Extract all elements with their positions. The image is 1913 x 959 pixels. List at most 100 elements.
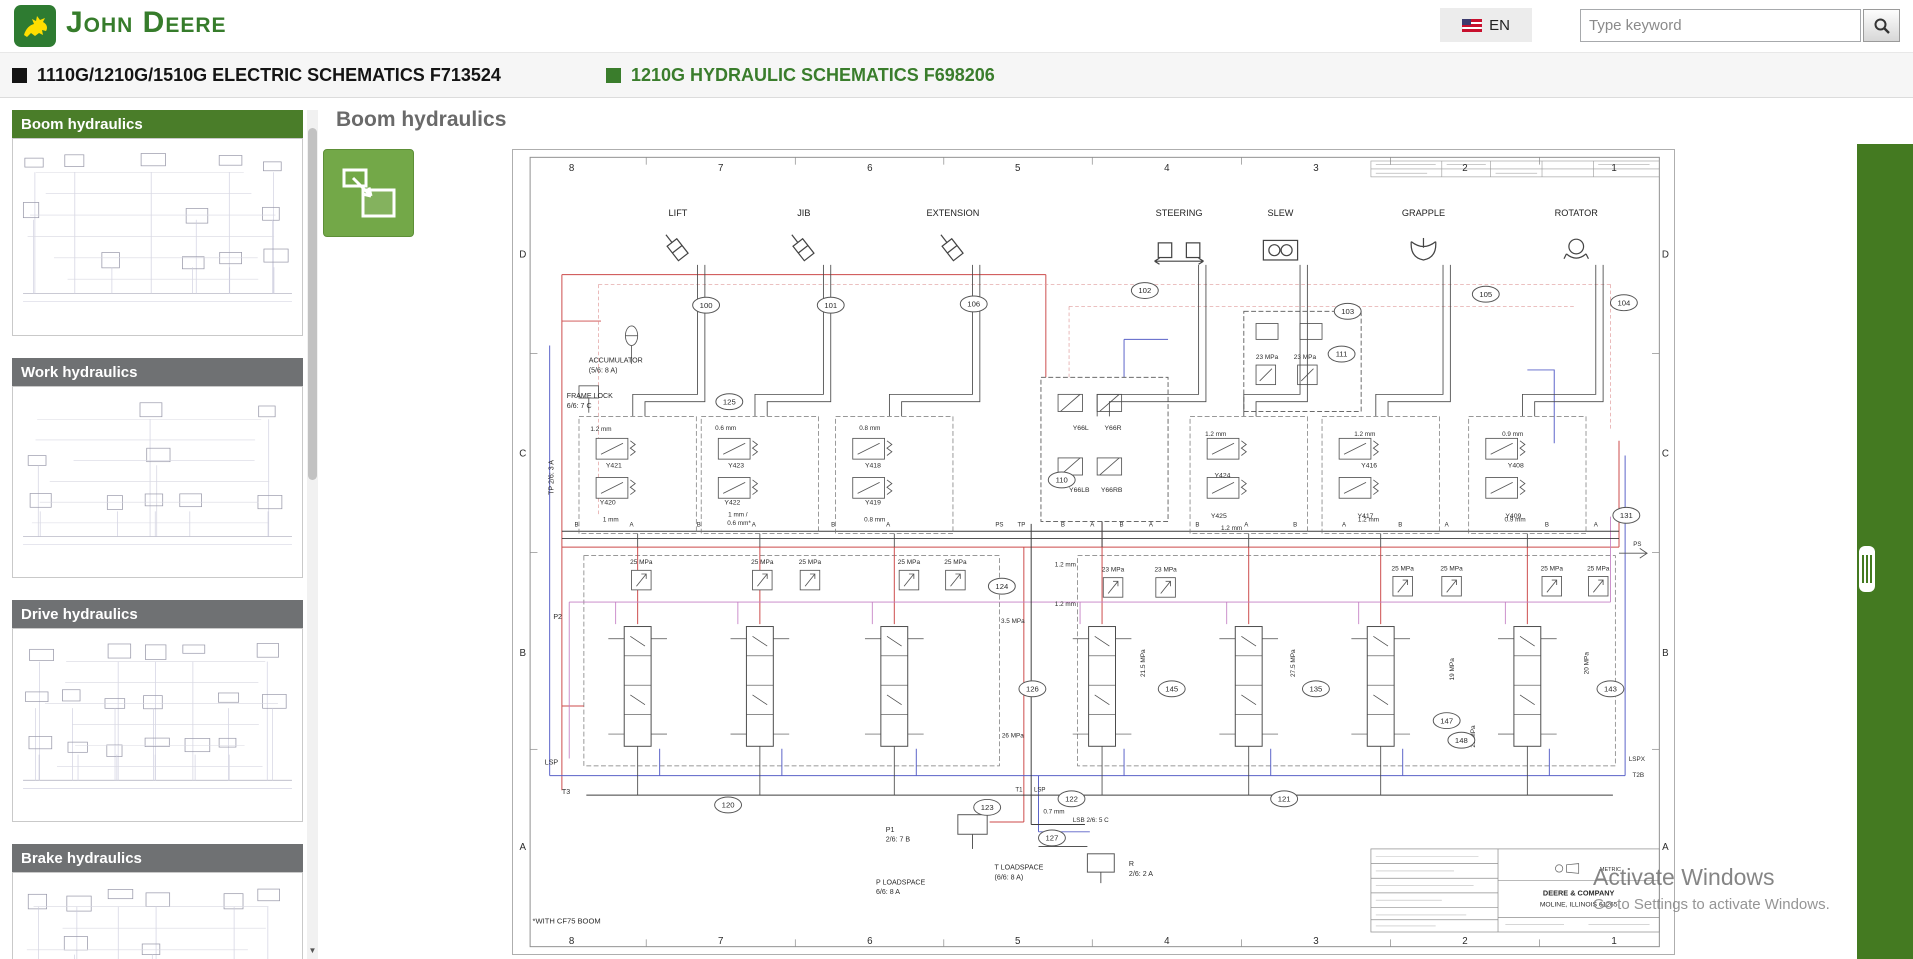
top-title-block xyxy=(1370,160,1660,178)
tab-electric-swatch xyxy=(12,67,27,83)
svg-text:8: 8 xyxy=(569,163,574,174)
svg-text:TP: TP xyxy=(1017,521,1025,528)
svg-text:25 MPa: 25 MPa xyxy=(944,559,967,566)
tab-electric-schematics[interactable]: 1110G/1210G/1510G ELECTRIC SCHEMATICS F7… xyxy=(12,53,501,97)
svg-text:Y421: Y421 xyxy=(606,463,622,470)
section-label: Brake hydraulics xyxy=(21,849,142,867)
svg-text:ROTATOR: ROTATOR xyxy=(1555,208,1599,218)
svg-text:123: 123 xyxy=(981,803,994,812)
svg-text:8: 8 xyxy=(569,936,574,947)
deere-deer-icon xyxy=(24,16,47,37)
accumulator-symbol xyxy=(578,325,639,413)
svg-text:D: D xyxy=(1662,250,1669,261)
panel-drag-handle[interactable] xyxy=(1859,546,1875,592)
svg-text:Y419: Y419 xyxy=(865,499,881,506)
language-selector[interactable]: EN xyxy=(1440,8,1532,42)
svg-text:B: B xyxy=(1398,521,1402,528)
svg-text:3: 3 xyxy=(1313,163,1318,174)
svg-text:A: A xyxy=(1149,521,1154,528)
svg-text:19 MPa: 19 MPa xyxy=(1449,658,1456,681)
svg-text:B: B xyxy=(1195,521,1199,528)
svg-text:0.9 mm: 0.9 mm xyxy=(1505,516,1526,523)
svg-text:25 MPa: 25 MPa xyxy=(898,559,921,566)
section-label: Work hydraulics xyxy=(21,363,138,381)
svg-text:148: 148 xyxy=(1455,736,1468,745)
sidebar-scrollbar[interactable]: ▼ xyxy=(307,110,318,959)
svg-text:0.6 mm*: 0.6 mm* xyxy=(727,520,751,527)
search-input[interactable] xyxy=(1580,9,1861,42)
svg-text:25 MPa: 25 MPa xyxy=(1587,565,1610,572)
app-header: John Deere EN xyxy=(0,0,1913,52)
svg-text:Y66RB: Y66RB xyxy=(1101,487,1123,494)
search-button[interactable] xyxy=(1863,9,1900,42)
scrollbar-thumb[interactable] xyxy=(308,128,317,480)
svg-text:6/6: 7 C: 6/6: 7 C xyxy=(567,402,592,410)
svg-text:5: 5 xyxy=(1015,936,1021,947)
svg-text:D: D xyxy=(519,250,526,261)
thumbnail-brake-hydraulics[interactable] xyxy=(12,872,303,959)
sidebar-item-boom-hydraulics[interactable]: Boom hydraulics xyxy=(12,110,303,138)
svg-text:104: 104 xyxy=(1617,298,1631,307)
scrollbar-down-button[interactable]: ▼ xyxy=(307,942,318,959)
svg-text:147: 147 xyxy=(1440,716,1453,725)
svg-text:2: 2 xyxy=(1462,163,1467,174)
svg-text:125: 125 xyxy=(723,397,736,406)
svg-text:25 MPa: 25 MPa xyxy=(799,559,822,566)
svg-text:25 MPa: 25 MPa xyxy=(1440,565,1463,572)
thumbnail-boom-hydraulics[interactable] xyxy=(12,138,303,336)
svg-text:T1: T1 xyxy=(1015,786,1023,793)
expand-view-button[interactable] xyxy=(323,149,414,237)
svg-text:A: A xyxy=(886,521,891,528)
svg-text:Y409: Y409 xyxy=(1505,513,1521,520)
section-label: Boom hydraulics xyxy=(21,115,143,133)
tank-lines xyxy=(549,338,1626,833)
svg-text:1 mm /: 1 mm / xyxy=(728,512,748,519)
tab-hydraulic-schematics[interactable]: 1210G HYDRAULIC SCHEMATICS F698206 xyxy=(606,53,995,97)
thumbnail-image xyxy=(23,643,292,789)
svg-text:Y425: Y425 xyxy=(1211,513,1227,520)
svg-text:111: 111 xyxy=(1336,350,1348,359)
svg-text:Y66LB: Y66LB xyxy=(1069,487,1090,494)
svg-text:A: A xyxy=(752,521,757,528)
tab-hydraulic-swatch xyxy=(606,67,621,83)
loadspace-connections xyxy=(957,814,1115,884)
svg-text:120: 120 xyxy=(722,801,735,810)
right-panel-bar xyxy=(1857,144,1913,959)
svg-text:0.7 mm: 0.7 mm xyxy=(1043,808,1064,815)
svg-text:ACCUMULATOR: ACCUMULATOR xyxy=(589,357,643,365)
svg-text:C: C xyxy=(1662,449,1669,460)
svg-text:23 MPa: 23 MPa xyxy=(1294,354,1317,361)
svg-text:EXTENSION: EXTENSION xyxy=(926,208,979,218)
john-deere-logo[interactable] xyxy=(14,5,56,47)
svg-text:3.5 MPa: 3.5 MPa xyxy=(1001,618,1025,625)
svg-text:124: 124 xyxy=(995,582,1009,591)
thumbnail-image xyxy=(26,888,280,959)
svg-text:4: 4 xyxy=(1164,163,1170,174)
svg-text:LIFT: LIFT xyxy=(669,208,688,218)
svg-text:A: A xyxy=(630,521,635,528)
sidebar-item-work-hydraulics[interactable]: Work hydraulics xyxy=(12,358,303,386)
svg-text:25 MPa: 25 MPa xyxy=(751,559,774,566)
svg-text:0.8 mm: 0.8 mm xyxy=(864,516,885,523)
svg-text:C: C xyxy=(519,449,526,460)
hydraulic-schematic-drawing: 8877665544332211DDCCBBAALIFTJIBEXTENSION… xyxy=(519,156,1669,947)
thumbnail-work-hydraulics[interactable] xyxy=(12,386,303,578)
sidebar-item-brake-hydraulics[interactable]: Brake hydraulics xyxy=(12,844,303,872)
svg-text:Y423: Y423 xyxy=(728,463,744,470)
svg-text:B: B xyxy=(831,521,835,528)
svg-text:T2B: T2B xyxy=(1632,772,1644,779)
steering-valve-block xyxy=(1040,376,1169,522)
svg-text:(6/6: 8 A): (6/6: 8 A) xyxy=(995,873,1024,881)
svg-text:LSP: LSP xyxy=(1034,786,1046,793)
svg-text:25 MPa: 25 MPa xyxy=(1392,565,1415,572)
svg-text:A: A xyxy=(1244,521,1249,528)
svg-text:1.2 mm: 1.2 mm xyxy=(1055,601,1076,608)
svg-text:7: 7 xyxy=(718,163,723,174)
thumbnail-drive-hydraulics[interactable] xyxy=(12,628,303,822)
svg-text:TP 2/6: 3 A: TP 2/6: 3 A xyxy=(547,460,555,495)
sidebar-item-drive-hydraulics[interactable]: Drive hydraulics xyxy=(12,600,303,628)
expand-icon xyxy=(342,168,395,218)
svg-text:SLEW: SLEW xyxy=(1268,208,1294,218)
svg-text:6/6: 8 A: 6/6: 8 A xyxy=(876,888,900,896)
